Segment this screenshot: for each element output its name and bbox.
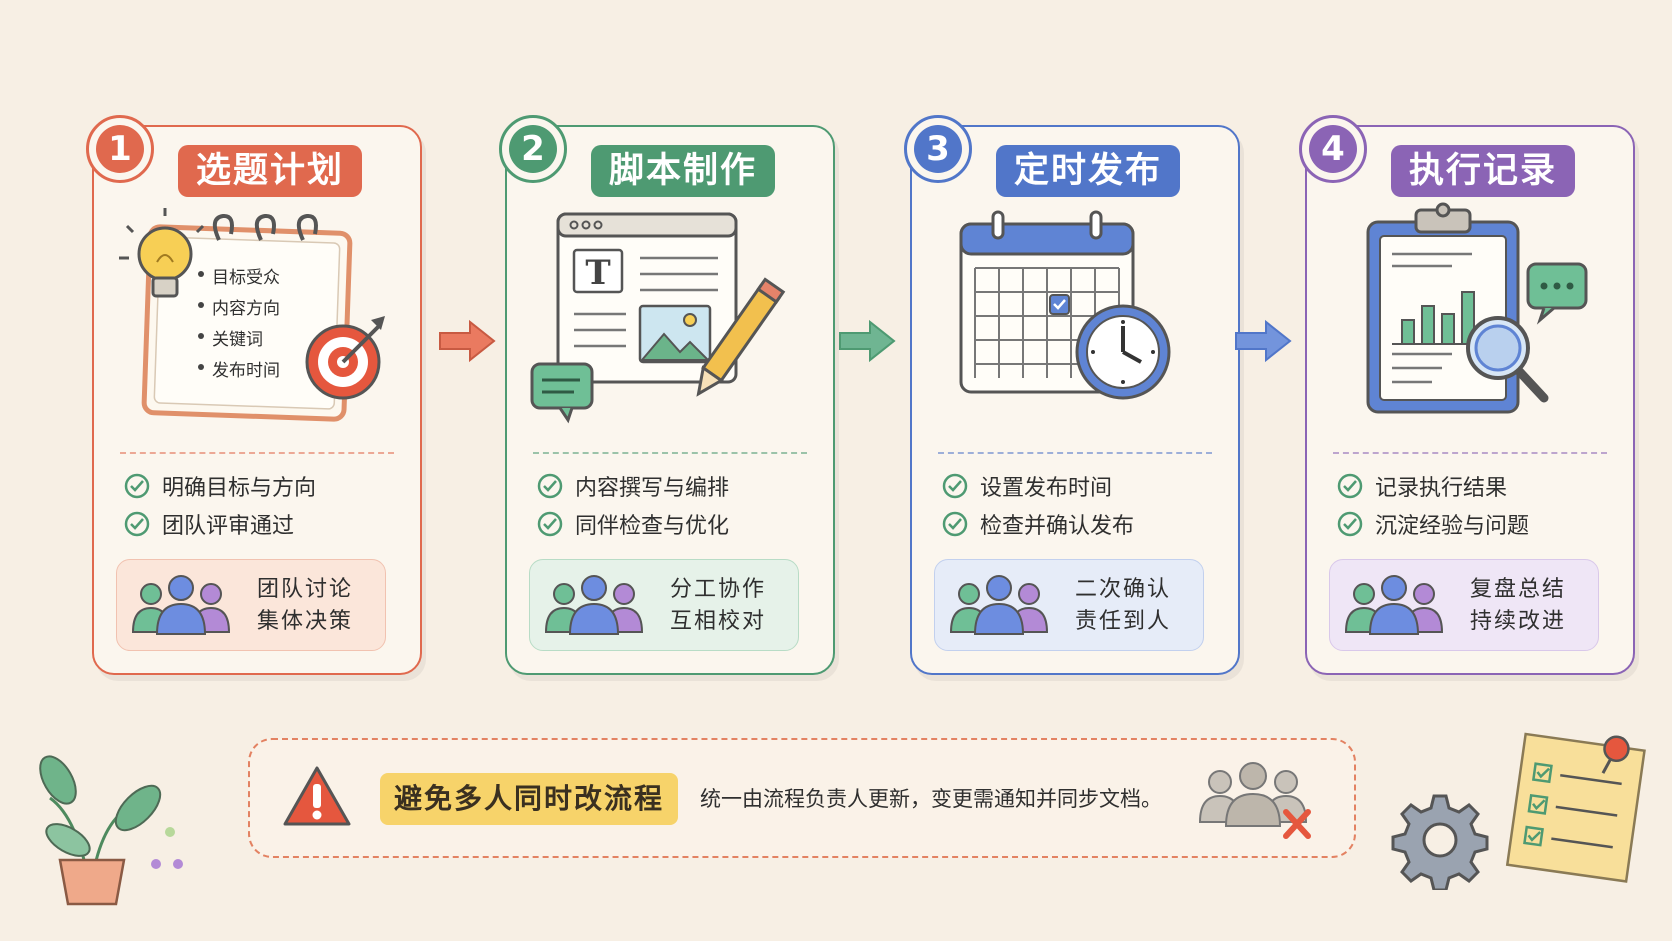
checklist-item: 团队评审通过: [124, 505, 316, 543]
lightbulb-icon: [119, 208, 205, 298]
planning-notebook-illustration: [119, 208, 385, 422]
step-title: 执行记录: [1391, 145, 1576, 197]
checklist: 记录执行结果 沉淀经验与问题: [1337, 467, 1529, 543]
notes-list: 目标受众 内容方向 关键词 发布时间: [212, 263, 280, 387]
arrow-right-icon: [1235, 319, 1292, 363]
step-number-badge: 3: [904, 115, 972, 183]
chat-bubble-icon: [530, 362, 594, 424]
checklist-item: 明确目标与方向: [124, 467, 316, 505]
checklist-item: 沉淀经验与问题: [1337, 505, 1529, 543]
step-title: 选题计划: [178, 145, 363, 197]
checklist-note-icon: [1505, 732, 1646, 883]
team-line: 集体决策: [257, 609, 354, 634]
step-number: 4: [1309, 125, 1357, 173]
team-box: 团队讨论 集体决策: [116, 559, 386, 651]
divider: [120, 452, 394, 454]
checklist-item: 检查并确认发布: [942, 505, 1134, 543]
clock-icon: [1075, 304, 1171, 400]
team-people-icon: [949, 575, 1049, 635]
step-card-2: 2 脚本制作 T 内容撰写与编排 同伴检查与优化: [499, 115, 835, 675]
warning-text: 统一由流程负责人更新，变更需通知并同步文档。: [700, 787, 1162, 811]
team-box: 二次确认 责任到人: [934, 559, 1204, 651]
team-line: 互相校对: [670, 609, 767, 634]
step-number: 2: [509, 125, 557, 173]
checklist-item: 记录执行结果: [1337, 467, 1529, 505]
step-card-3: 3 定时发布 设置发布时间 检查并确认发布: [904, 115, 1240, 675]
checklist-item: 同伴检查与优化: [537, 505, 729, 543]
team-line: 团队讨论: [257, 577, 354, 602]
team-line: 持续改进: [1470, 609, 1567, 634]
step-number: 3: [914, 125, 962, 173]
step-card-4: 4 执行记录 记录执行结果 沉淀经验与问题: [1299, 115, 1635, 675]
warning-banner: 避免多人同时改流程 统一由流程负责人更新，变更需通知并同步文档。: [248, 738, 1356, 858]
team-text: 团队讨论 集体决策: [257, 574, 353, 638]
note-item: 内容方向: [212, 299, 280, 319]
team-people-icon: [544, 575, 644, 635]
step-card-1: 1 选题计划: [86, 115, 422, 675]
pencil-icon: [696, 277, 786, 397]
checklist-text: 记录执行结果: [1375, 476, 1508, 501]
checklist-text: 团队评审通过: [162, 514, 295, 539]
note-item: 目标受众: [212, 268, 280, 288]
team-box: 分工协作 互相校对: [529, 559, 799, 651]
gear-icon: [1391, 794, 1489, 890]
step-number-badge: 1: [86, 115, 154, 183]
svg-text:T: T: [585, 253, 610, 293]
checklist-text: 内容撰写与编排: [575, 476, 730, 501]
warning-title: 避免多人同时改流程: [380, 773, 679, 825]
checklist-text: 检查并确认发布: [980, 514, 1135, 539]
step-title: 定时发布: [996, 145, 1181, 197]
team-line: 分工协作: [670, 577, 767, 602]
step-number: 1: [96, 125, 144, 173]
no-multiple-editors-icon: [1198, 762, 1311, 839]
step-number-badge: 2: [499, 115, 567, 183]
check-circle-icon: [124, 473, 150, 499]
script-document-illustration: T: [530, 212, 786, 424]
target-icon: [305, 316, 385, 400]
check-circle-icon: [537, 511, 563, 537]
check-circle-icon: [1337, 511, 1363, 537]
team-line: 二次确认: [1075, 577, 1172, 602]
step-number-badge: 4: [1299, 115, 1367, 183]
checklist-item: 设置发布时间: [942, 467, 1134, 505]
note-item: 关键词: [212, 330, 263, 350]
team-text: 分工协作 互相校对: [670, 574, 766, 638]
team-box: 复盘总结 持续改进: [1329, 559, 1599, 651]
arrow-right-icon: [839, 319, 896, 363]
team-text: 复盘总结 持续改进: [1470, 574, 1566, 638]
check-circle-icon: [124, 511, 150, 537]
note-item: 发布时间: [212, 361, 280, 381]
check-circle-icon: [942, 473, 968, 499]
team-people-icon: [131, 575, 231, 635]
divider: [938, 452, 1212, 454]
chat-bubble-icon: [1526, 262, 1588, 325]
team-people-icon: [1344, 575, 1444, 635]
team-text: 二次确认 责任到人: [1075, 574, 1171, 638]
check-circle-icon: [537, 473, 563, 499]
team-line: 复盘总结: [1470, 577, 1567, 602]
potted-plant-icon: [39, 755, 183, 906]
step-title: 脚本制作: [591, 145, 776, 197]
calendar-clock-illustration: [959, 210, 1171, 400]
checklist: 明确目标与方向 团队评审通过: [124, 467, 316, 543]
checklist: 设置发布时间 检查并确认发布: [942, 467, 1134, 543]
team-line: 责任到人: [1075, 609, 1172, 634]
checklist-text: 设置发布时间: [980, 476, 1113, 501]
magnifier-icon: [1466, 316, 1549, 403]
warning-triangle-icon: [283, 766, 351, 826]
arrow-right-icon: [439, 319, 496, 363]
checklist-text: 沉淀经验与问题: [1375, 514, 1530, 539]
divider: [1333, 452, 1607, 454]
divider: [533, 452, 807, 454]
clipboard-report-illustration: [1366, 202, 1588, 414]
checklist: 内容撰写与编排 同伴检查与优化: [537, 467, 729, 543]
check-circle-icon: [942, 511, 968, 537]
checklist-text: 明确目标与方向: [162, 476, 317, 501]
checklist-text: 同伴检查与优化: [575, 514, 730, 539]
check-circle-icon: [1337, 473, 1363, 499]
checklist-item: 内容撰写与编排: [537, 467, 729, 505]
